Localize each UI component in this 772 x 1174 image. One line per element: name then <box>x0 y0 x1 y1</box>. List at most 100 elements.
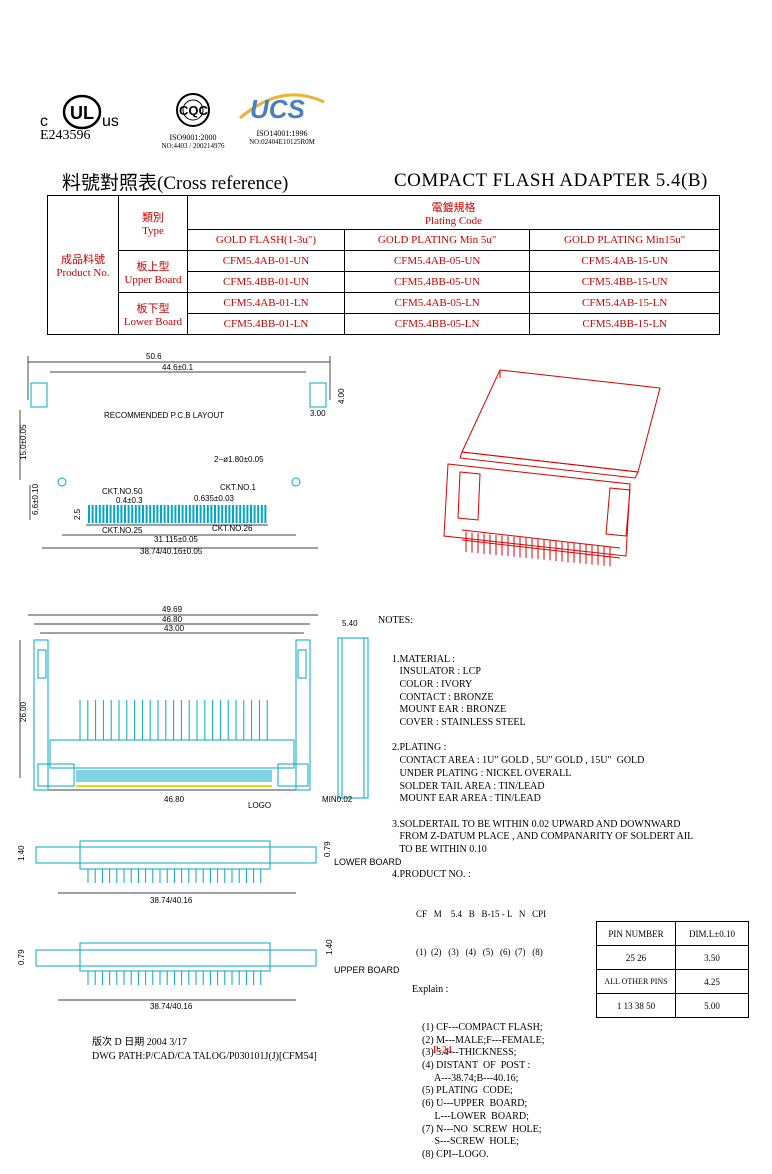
note-line: MOUNT EAR AREA : TIN/LEAD <box>392 793 541 805</box>
dim-46-80: 46.80 <box>162 615 183 624</box>
note-line: TO BE WITHIN 0.10 <box>392 844 487 856</box>
pcb-pad <box>98 505 101 523</box>
pcb-pad <box>206 505 209 523</box>
pcb-pad <box>116 505 119 523</box>
explain-title: Explain : <box>412 983 449 995</box>
dim-38-74-lower: 38.74/40.16 <box>150 896 193 905</box>
pcb-pad <box>210 505 213 523</box>
dim-0-635: 0.635±0.03 <box>194 494 235 503</box>
table-cell: CFM5.4BB-05-UN <box>343 271 531 293</box>
note-line <box>392 857 693 870</box>
ul-number: E243596 <box>40 128 91 143</box>
pcb-pad <box>199 505 202 523</box>
pcb-pad <box>91 505 94 523</box>
pcb-pad <box>224 505 227 523</box>
dim-38-74-upper: 38.74/40.16 <box>150 1002 193 1010</box>
pcb-pad <box>113 505 116 523</box>
isometric-drawing <box>443 369 661 567</box>
dim-header: DIM.L±0.10 <box>675 921 749 946</box>
pcb-pad <box>232 505 234 523</box>
pcb-pad <box>217 505 220 523</box>
dim-0-79: 0.79 <box>323 841 332 857</box>
dim-49-69: 49.69 <box>162 605 183 614</box>
dim-1-40: 1.40 <box>17 845 26 861</box>
dim-26-00: 26.00 <box>19 701 28 722</box>
table-cell: CFM5.4BB-15-LN <box>529 313 720 335</box>
col-header-gold-5u: GOLD PLATING Min 5u" <box>343 229 531 251</box>
pcb-pad <box>260 505 263 523</box>
table-cell: 3.50 <box>675 945 749 970</box>
pcb-pad <box>156 505 159 523</box>
ucs-cert1: ISO14001:1996 <box>256 129 308 138</box>
plating-code-header: 電鍍規格 Plating Code <box>187 195 720 230</box>
pcb-pad <box>181 505 184 523</box>
front-view-drawing: 49.69 46.80 43.00 5.40 26.00 46.80 LOGO … <box>19 605 369 810</box>
table-cell: CFM5.4BB-05-LN <box>343 313 531 335</box>
notes-section: NOTES: 1.MATERIAL : INSULATOR : LCP COLO… <box>378 590 693 1174</box>
dim-0-79-upper: 0.79 <box>17 949 26 965</box>
cqc-cert1: ISO9001:2000 <box>169 133 217 142</box>
pcb-pad <box>174 505 177 523</box>
explain-line: L---LOWER BOARD; <box>422 1110 529 1122</box>
explain-line: (3) 5.4---THICKNESS; <box>422 1047 517 1059</box>
pcb-pad <box>152 505 155 523</box>
table-cell: CFM5.4AB-05-LN <box>343 292 531 314</box>
notes-lines: 1.MATERIAL : INSULATOR : LCP COLOR : IVO… <box>378 654 693 883</box>
col-header-gold-flash: GOLD FLASH(1-3u") <box>187 229 345 251</box>
table-cell: 25 26 <box>596 945 676 970</box>
dim-0-4: 0.4±0.3 <box>116 496 143 505</box>
explain-line: (6) U---UPPER BOARD; <box>422 1098 528 1110</box>
upper-board-label: 板上型 Upper Board <box>118 250 188 293</box>
dim-31-115: 31.115±0.05 <box>154 535 198 544</box>
pcb-pad <box>160 505 162 523</box>
dim-3-00: 3.00 <box>310 409 326 418</box>
note-line: 3.SOLDERTAIL TO BE WITHIN 0.02 UPWARD AN… <box>392 818 681 830</box>
pcb-pad <box>185 505 188 523</box>
table-cell: CFM5.4BB-01-LN <box>187 313 345 335</box>
dim-15-0: 15.0±0.05 <box>19 424 28 460</box>
pcb-pad <box>192 505 195 523</box>
pcb-pad <box>124 505 126 523</box>
note-line: MOUNT EAR : BRONZE <box>392 704 507 716</box>
explain-line: S---SCREW HOLE; <box>422 1136 519 1148</box>
explain-line: A---38.74;B---40.16; <box>422 1072 519 1084</box>
ckt-no-50: CKT.NO.50 <box>102 487 143 496</box>
pcb-pad <box>178 505 180 523</box>
pcb-pad <box>214 505 216 523</box>
dim-4-00: 4.00 <box>337 388 346 404</box>
note-line: 1.MATERIAL : <box>392 653 455 665</box>
dim-46-80-bottom: 46.80 <box>164 795 185 804</box>
pcb-pad <box>120 505 123 523</box>
pcb-layout-drawing: 50.6 44.6±0.1 4.00 3.00 RECOMMENDED P.C.… <box>19 352 346 556</box>
explain-line: (7) N---NO SCREW HOLE; <box>422 1123 542 1135</box>
pcb-pad <box>109 505 112 523</box>
explain-line: (4) DISTANT OF POST : <box>422 1060 531 1072</box>
drawing-path: DWG PATH:P/CAD/CA TALOG/P030101J(J)[CFM5… <box>92 1051 317 1062</box>
table-cell: CFM5.4AB-01-LN <box>187 292 345 314</box>
product-code: CF M 5.4 B B-15 - L N CPI <box>416 908 547 919</box>
lower-board-label: 板下型 Lower Board <box>118 292 188 335</box>
pcb-pad <box>250 505 252 523</box>
pcb-pad <box>106 505 108 523</box>
explain-lines: (1) CF---COMPACT FLASH;(2) M---MALE;F---… <box>378 1022 693 1162</box>
dim-38-74: 38.74/40.16±0.05 <box>140 547 203 556</box>
dim-6-6: 6.6±0.10 <box>31 483 40 515</box>
dim-50-6: 50.6 <box>146 352 162 361</box>
notes-title: NOTES: <box>378 615 413 627</box>
ul-mark: UL <box>70 103 94 123</box>
cqc-mark: CQC <box>179 103 209 118</box>
dim-2-5: 2.5 <box>73 508 82 520</box>
explain-line: (2) M---MALE;F---FEMALE; <box>422 1034 545 1046</box>
upper-board-label: UPPER BOARD <box>334 965 400 975</box>
dim-1-40-upper: 1.40 <box>325 939 334 955</box>
pcb-pad <box>149 505 152 523</box>
side-views-drawing: 1.40 0.79 LOWER BOARD 38.74/40.16 0.79 1… <box>17 840 402 1010</box>
cross-reference-table: 成品料號 Product No. 類別 Type 電鍍規格 Plating Co… <box>47 195 720 335</box>
table-cell: CFM5.4AB-15-LN <box>529 292 720 314</box>
pcb-pad <box>228 505 231 523</box>
table-cell: CFM5.4BB-01-UN <box>187 271 345 293</box>
ul-c: c <box>40 113 48 130</box>
dim-44-6: 44.6±0.1 <box>162 363 194 372</box>
pcb-pad <box>127 505 130 523</box>
pcb-pad <box>88 505 90 523</box>
